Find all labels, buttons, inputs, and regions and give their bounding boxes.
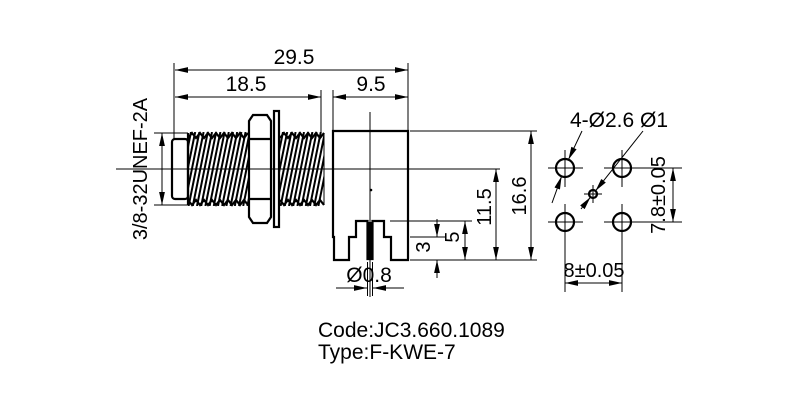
thread-spec-text: 3/8-32UNEF-2A — [130, 97, 152, 240]
side-view-dimensions: 29.5 18.5 9.5 3/8-32UNEF-2A 16.6 11.5 — [130, 46, 537, 296]
dim-pin-diameter-text: Ø0.8 — [346, 264, 392, 287]
center-pin — [368, 222, 372, 258]
dim-column-pitch: 8±0.05 — [563, 260, 625, 286]
mount-hole-top-left — [554, 157, 576, 179]
thread-crest-bottom — [187, 198, 249, 207]
hole-callout-text: 4-Ø2.6 Ø1 — [570, 109, 668, 132]
dim-body-height-text: 16.6 — [509, 177, 531, 216]
dim-body-depth-text: 9.5 — [356, 73, 385, 96]
center-mark — [369, 188, 373, 192]
mount-hole-top-right — [611, 157, 633, 179]
hole-centerlines — [548, 150, 682, 292]
dim-body-height: 16.6 — [509, 131, 534, 260]
part-type: Type:F-KWE-7 — [318, 341, 456, 364]
dim-row-pitch-text: 7.8±0.05 — [648, 156, 670, 234]
dim-overall-length: 29.5 — [175, 46, 408, 73]
dim-column-pitch-text: 8±0.05 — [563, 260, 624, 282]
footprint-view — [548, 150, 682, 292]
dim-axis-to-base: 11.5 — [474, 169, 499, 260]
part-code: Code:JC3.660.1089 — [318, 319, 505, 342]
mount-hole-bottom-left — [554, 211, 576, 233]
thread-crest-top — [187, 131, 249, 140]
dim-pin-diameter: Ø0.8 — [336, 264, 404, 291]
dim-body-depth: 9.5 — [333, 73, 408, 100]
dim-thread-length-text: 18.5 — [226, 73, 267, 96]
dim-axis-to-base-text: 11.5 — [474, 188, 496, 225]
dim-slot-height-text: 5 — [442, 231, 464, 242]
title-block: Code:JC3.660.1089 Type:F-KWE-7 — [318, 319, 505, 364]
dim-overall-length-text: 29.5 — [274, 46, 315, 69]
hole-callout-leaders — [551, 130, 644, 210]
footprint-dimensions: 4-Ø2.6 Ø1 7.8±0.05 8±0.05 — [551, 109, 676, 286]
dim-leg-height: 3 — [413, 219, 440, 278]
dim-thread-spec: 3/8-32UNEF-2A — [130, 97, 165, 240]
dim-row-pitch: 7.8±0.05 — [648, 156, 676, 234]
dim-thread-length: 18.5 — [175, 73, 321, 100]
mount-hole-bottom-right — [611, 211, 633, 233]
side-view — [116, 109, 500, 297]
pin-hole — [587, 188, 599, 200]
dim-leg-height-text: 3 — [413, 241, 435, 252]
dim-slot-height: 5 — [442, 221, 468, 260]
